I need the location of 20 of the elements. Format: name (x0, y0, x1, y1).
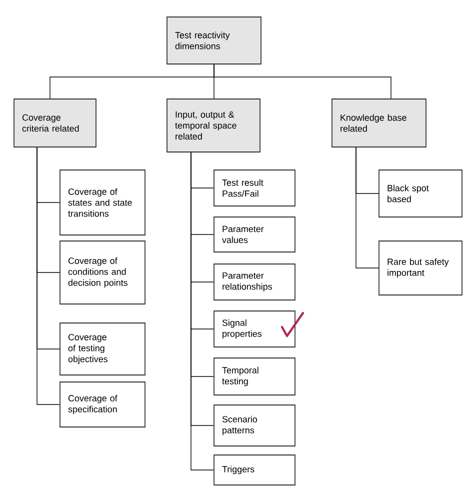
item-box: Rare but safety important (378, 240, 462, 296)
category-box: Input, output & temporal space related (166, 98, 260, 152)
item-box: Parameter values (214, 216, 296, 252)
item-box: Scenario patterns (214, 404, 296, 446)
item-box: Temporal testing (214, 358, 296, 396)
category-box: Knowledge base related (332, 98, 426, 148)
item-box: Black spot based (378, 170, 462, 218)
item-box: Test result Pass/Fail (214, 170, 296, 206)
item-box: Coverage of testing objectives (60, 322, 146, 376)
connector-line (356, 147, 379, 268)
item-box: Coverage of states and state transitions (60, 170, 146, 236)
item-box: Coverage of conditions and decision points (60, 240, 146, 304)
root-box: Test reactivity dimensions (166, 16, 262, 64)
item-box: Coverage of specification (60, 382, 146, 428)
item-box: Parameter relationships (214, 264, 296, 300)
connector-line (36, 147, 60, 405)
item-box: Signal properties (214, 310, 296, 348)
category-box: Coverage criteria related (14, 98, 96, 148)
connector-line (214, 64, 392, 99)
item-box: Triggers (214, 454, 296, 486)
